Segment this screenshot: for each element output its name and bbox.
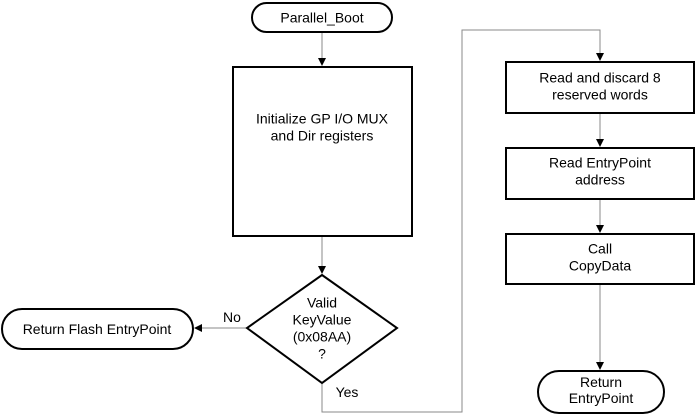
return-flash-entrypoint-terminator [1, 308, 194, 350]
arrowhead-read-discard [596, 53, 604, 61]
label-line: KeyValue [293, 312, 352, 328]
initialize-gpio-process [232, 66, 413, 237]
label-line: (0x08AA) [293, 329, 351, 345]
arrowhead-return-flash [194, 324, 202, 332]
arrowhead-initialize [318, 58, 326, 66]
call-copydata-process [505, 233, 695, 285]
arrowhead-read-entrypoint [596, 139, 604, 147]
no-edge-label: No [223, 309, 241, 325]
label-line: Read and discard 8 [539, 70, 661, 86]
label-line: Initialize GP I/O MUX [256, 111, 389, 127]
read-discard-process [505, 61, 695, 114]
arrowhead-call-copydata [596, 225, 604, 233]
label-line: Read EntryPoint [549, 155, 651, 171]
label-line: Return Flash EntryPoint [23, 321, 172, 337]
return-flash-entrypoint-label: Return Flash EntryPoint [23, 321, 172, 337]
valid-keyvalue-decision [245, 273, 399, 385]
edge-decision-yes-to-read-discard [321, 29, 601, 413]
arrowhead-return-entrypoint [596, 362, 604, 370]
label-line: Valid [307, 295, 337, 311]
parallel-boot-terminator [251, 2, 393, 33]
label-line: EntryPoint [569, 390, 634, 406]
label-line: Return [580, 374, 622, 390]
label-line: CopyData [569, 258, 631, 274]
label-line: Parallel_Boot [280, 10, 363, 26]
arrowhead-decision [318, 266, 326, 274]
yes-edge-label: Yes [336, 384, 359, 400]
connectors [194, 29, 604, 413]
label-line: ? [318, 346, 326, 362]
parallel-boot-label: Parallel_Boot [280, 10, 363, 26]
label-line: Call [588, 241, 612, 257]
label-line: reserved words [552, 87, 648, 103]
return-entrypoint-terminator [537, 370, 665, 414]
label-line: address [575, 172, 625, 188]
label-line: and Dir registers [271, 128, 374, 144]
read-entrypoint-process [505, 147, 695, 200]
